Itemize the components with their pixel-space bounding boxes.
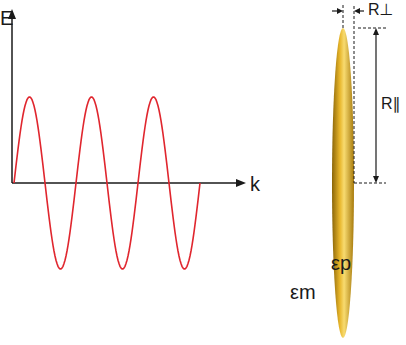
k-axis-arrowhead	[236, 179, 246, 187]
dimension-arrowhead	[354, 8, 360, 14]
dimension-arrowhead	[373, 176, 379, 183]
dimension-label: R∥	[381, 96, 401, 112]
gold-ellipsoid	[332, 28, 354, 338]
dashed-guide	[343, 4, 344, 28]
sine-wave	[14, 97, 200, 269]
dimension-arrowhead	[373, 28, 379, 35]
axis-label: k	[250, 174, 260, 194]
material-label: εm	[290, 282, 316, 302]
k-axis	[12, 182, 238, 184]
dimension-arrow	[375, 34, 376, 177]
dashed-guide	[354, 6, 355, 183]
dimension-label: R⊥	[368, 2, 394, 18]
material-label: εp	[331, 253, 351, 273]
axis-label: E	[0, 8, 13, 28]
e-axis	[11, 16, 13, 183]
dimension-arrowhead	[337, 8, 343, 14]
dashed-guide	[354, 183, 386, 184]
dashed-guide	[358, 28, 386, 29]
